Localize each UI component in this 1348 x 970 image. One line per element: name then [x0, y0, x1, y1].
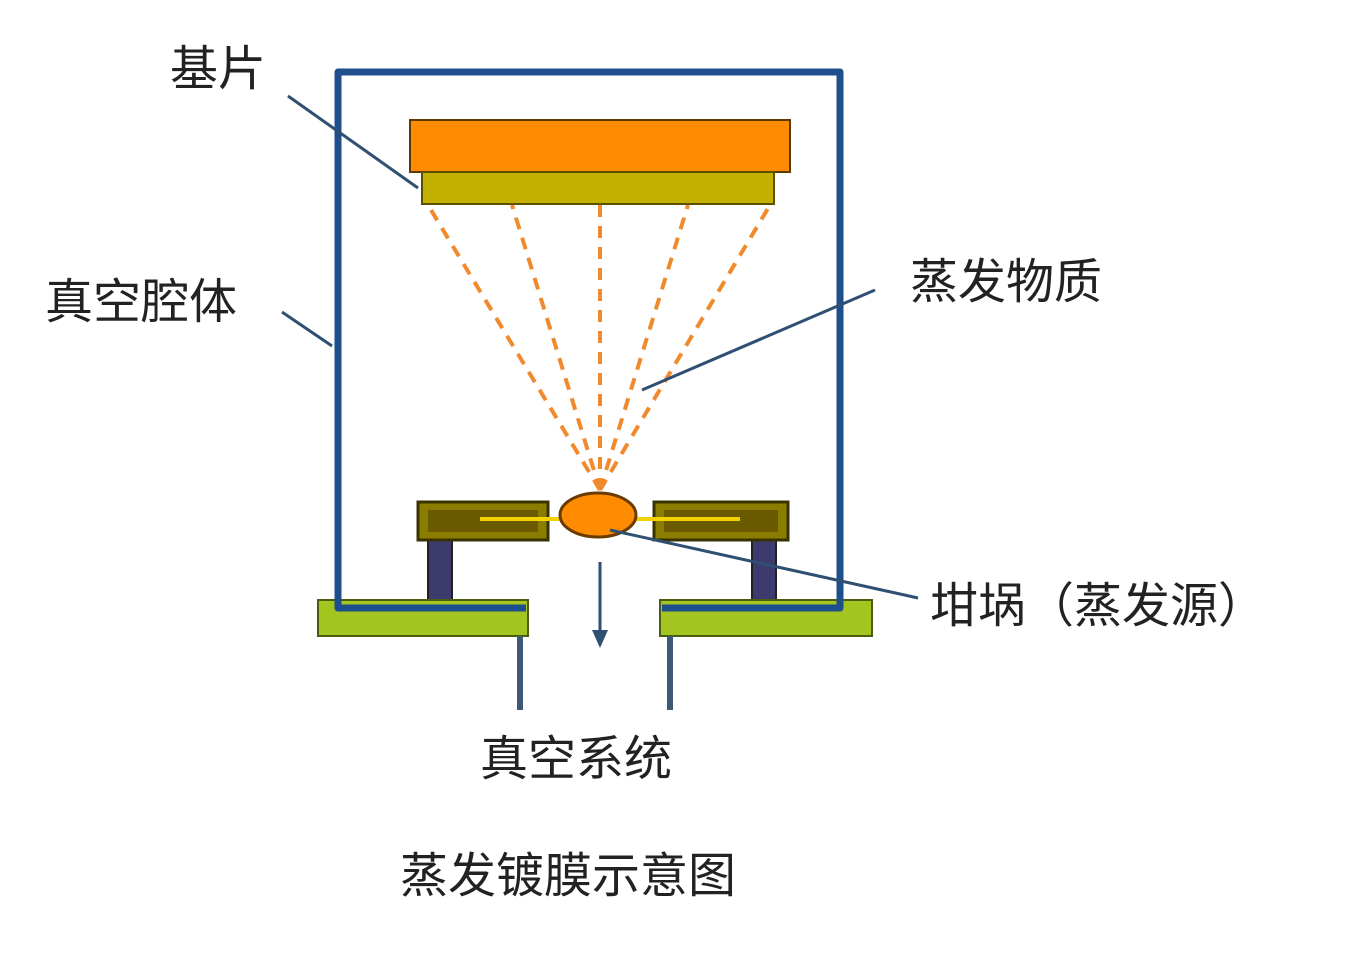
diagram-caption: 蒸发镀膜示意图	[400, 848, 736, 904]
substrate	[421, 171, 775, 205]
substrate-leader-line	[287, 94, 419, 190]
substrate-label: 基片	[170, 41, 266, 97]
crucible-leader-line	[609, 528, 919, 600]
vapor-rays	[426, 203, 772, 492]
pump-direction-arrow	[592, 562, 608, 648]
vapor-ray	[598, 203, 772, 492]
vapor-ray	[426, 203, 602, 492]
evaporated-material-label: 蒸发物质	[910, 254, 1102, 310]
vapor-ray	[598, 204, 690, 491]
vacuum-system-label: 真空系统	[480, 731, 672, 787]
left-support-post	[427, 539, 453, 607]
source-material	[558, 491, 638, 539]
chamber-leader-line	[281, 310, 333, 348]
vacuum-chamber-label: 真空腔体	[45, 274, 237, 330]
vapor-ray	[510, 204, 602, 491]
right-support-post	[751, 539, 777, 607]
vacuum-chamber-wall	[334, 68, 844, 612]
crucible-label: 坩埚（蒸发源）	[930, 578, 1266, 634]
substrate-holder	[409, 119, 791, 173]
vapor-leader-line	[641, 288, 876, 392]
